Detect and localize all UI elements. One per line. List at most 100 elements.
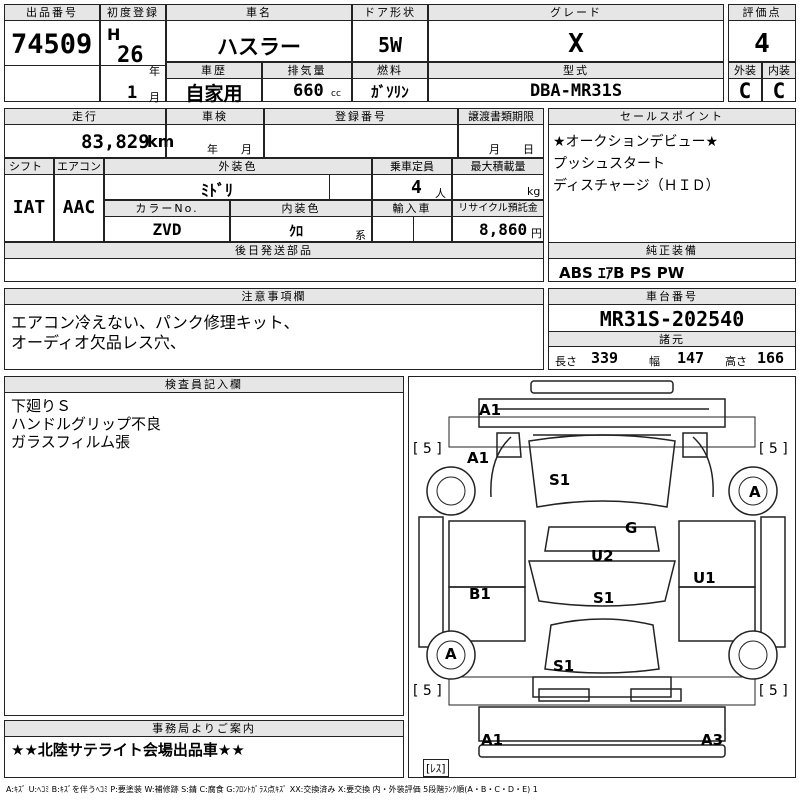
door-box: ドア形状 5W [352,4,428,62]
model-type-box: 型式 DBA-MR31S [428,62,724,102]
color-no-value: ZVD [152,220,182,239]
interior-color-box: 内装色 ｸﾛ 系 [230,200,372,242]
later-parts-box: 後日発送部品 [4,242,544,282]
score-label: 評価点 [729,5,795,21]
mileage-box: 走行 83,829 km [4,108,174,158]
damage-mark: U1 [693,569,716,587]
office-label: 事務局よりご案内 [5,721,403,737]
office-box: 事務局よりご案内 ★★北陸サテライト会場出品車★★ [4,720,404,778]
year-unit: 年 [149,65,160,78]
recycle-label: リサイクル預託金 [453,201,543,217]
notes-label: 注意事項欄 [5,289,543,305]
height-value: 166 [757,349,785,367]
history-label: 車歴 [167,63,261,79]
inspector-line: 下廻りＳ [11,397,72,415]
max-load-label: 最大積載量 [453,159,543,175]
damage-mark: A [749,483,761,501]
displacement-value: 660 [293,81,324,101]
inspection-year-unit: 年 [207,143,218,156]
fuel-label: 燃料 [353,63,427,79]
grade-box: グレード X [428,4,724,62]
chassis-label: 車台番号 [549,289,795,305]
exterior-color-label: 外装色 [105,159,371,175]
displacement-box: 排気量 660 cc [262,62,352,102]
interior-score-label: 内装 [763,63,795,79]
notes-line: エアコン冷えない、パンク修理キット、 [11,313,300,332]
car-name-label: 車名 [167,5,351,21]
fuel-value: ｶﾞｿﾘﾝ [371,83,409,101]
lot-number-label: 出品番号 [5,5,99,21]
exterior-score-box: 外装 C [728,62,762,103]
sales-point-label: セールスポイント [549,109,795,125]
km-unit: km [147,132,175,151]
inspection-label: 車検 [167,109,263,125]
exterior-color-value: ﾐﾄﾞﾘ [200,181,233,200]
import-label: 輸入車 [373,201,451,217]
damage-mark: G [625,519,638,537]
person-unit: 人 [435,187,446,200]
yen-unit: 円 [531,227,542,240]
chassis-value: MR31S-202540 [599,307,745,331]
tire-tread: [ 5 ] [413,441,442,457]
inspection-box: 車検 年 月 [166,108,264,158]
tire-tread: [ 5 ] [413,683,442,699]
capacity-box: 乗車定員 4 人 [372,158,452,200]
import-box: 輸入車 [372,200,452,242]
damage-mark: S1 [553,657,575,675]
door-value: 5W [377,33,403,57]
inspector-label: 検査員記入欄 [5,377,403,393]
damage-mark: S1 [549,471,571,489]
genuine-equipment-value: ABS ｴｱB PS PW [559,264,685,282]
width-value: 147 [677,349,705,367]
registration-year: 26 [117,43,144,68]
kg-unit: kg [527,185,541,198]
sales-point-box: セールスポイント ★オークションデビュー★ プッシュスタート ディスチャージ（Ｈ… [548,108,796,258]
sales-point-line: プッシュスタート [553,156,665,172]
registration-month: 1 [127,83,138,103]
lot-number-value: 74509 [11,29,93,60]
max-load-box: 最大積載量 kg [452,158,544,200]
damage-mark: B1 [469,585,491,603]
plate-label: 登録番号 [265,109,457,125]
score-box: 評価点 4 [728,4,796,62]
exterior-score-value: C [738,79,752,103]
mileage-label: 走行 [5,109,165,125]
damage-mark: U2 [591,547,614,565]
length-label: 長さ [555,355,577,368]
notes-box: 注意事項欄 エアコン冷えない、パンク修理キット、 オーディオ欠品レス穴、 [4,288,544,370]
later-parts-label: 後日発送部品 [5,243,543,259]
transfer-deadline-label: 譲渡書類期限 [459,109,543,125]
damage-mark: A1 [481,731,504,749]
tire-tread: [ 5 ] [759,683,788,699]
cc-unit: cc [331,89,341,99]
history-box: 車歴 自家用 [166,62,262,105]
exterior-color-box: 外装色 ﾐﾄﾞﾘ [104,158,372,200]
first-registration-label: 初度登録 [101,5,165,21]
car-outline-icon [418,380,786,758]
sales-point-line: ★オークションデビュー★ [553,134,719,150]
mileage-value: 83,829 [81,131,150,153]
aircon-box: エアコン AAC [54,158,104,242]
kei-unit: 系 [355,229,366,242]
grade-value: X [568,29,584,59]
capacity-label: 乗車定員 [373,159,451,175]
transfer-day-unit: 日 [523,143,534,156]
capacity-value: 4 [411,177,422,198]
era-value: H [107,25,121,44]
grade-label: グレード [429,5,723,21]
transfer-month-unit: 月 [489,143,500,156]
interior-color-value: ｸﾛ [289,224,303,240]
model-type-label: 型式 [429,63,723,79]
inspection-month-unit: 月 [241,143,252,156]
interior-score-value: C [772,79,786,103]
car-name-value: ハスラー [217,35,301,59]
recycle-box: リサイクル預託金 8,860 円 [452,200,544,242]
damage-mark: A [445,645,457,663]
inspector-line: ハンドルグリップ不良 [11,415,162,433]
month-unit: 月 [149,91,160,104]
aircon-label: エアコン [55,159,103,175]
legend: A:ｷｽﾞ U:ﾍｺﾐ B:ｷｽﾞを伴うﾍｺﾐ P:要塗装 W:補修跡 S:錆 … [6,785,538,794]
recycle-value: 8,860 [479,220,528,239]
interior-color-label: 内装色 [231,201,371,217]
shift-value: IAT [12,197,46,218]
